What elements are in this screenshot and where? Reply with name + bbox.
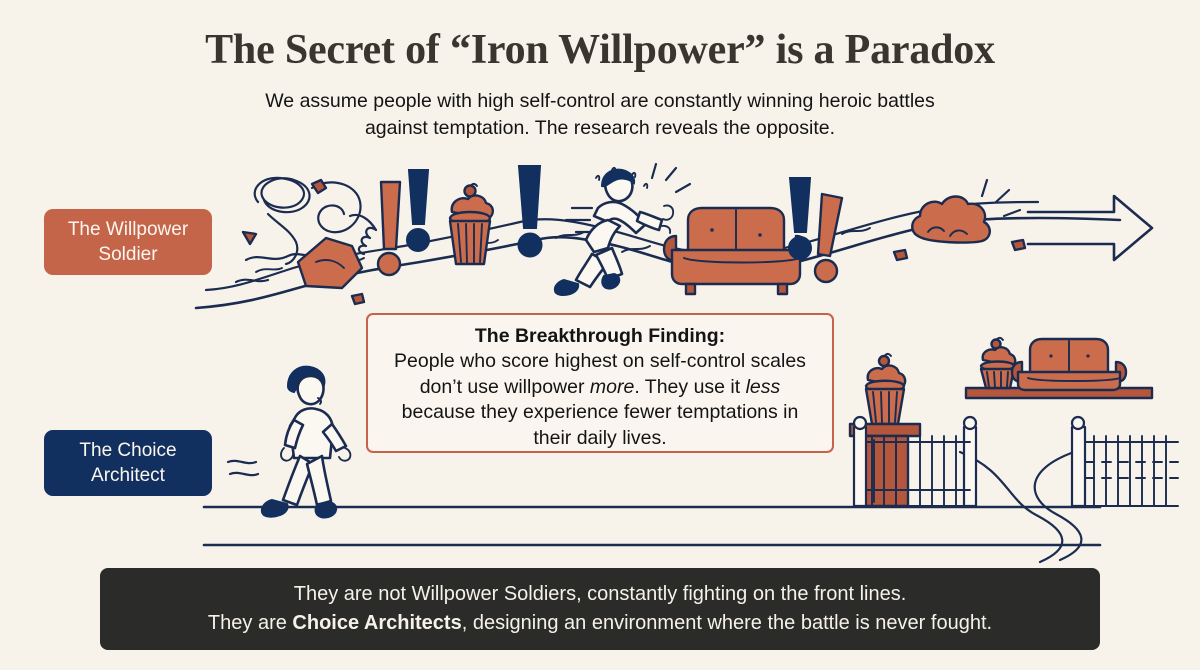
debris-icon bbox=[892, 248, 909, 262]
label-choice-architect: The Choice Architect bbox=[44, 430, 212, 496]
cupcake-icon bbox=[979, 336, 1017, 390]
callout-emphasis-more: more bbox=[589, 375, 635, 398]
motion-line-icon bbox=[228, 471, 260, 477]
debris-icon bbox=[350, 292, 366, 306]
banner-strong-choice-architects: Choice Architects bbox=[292, 612, 462, 634]
callout-body-a: People who score highest on self-control… bbox=[394, 350, 806, 398]
scribble-cluster-icon bbox=[234, 176, 378, 284]
cupcake-on-pedestal-icon bbox=[848, 352, 922, 508]
banner-line-2-a: They are bbox=[207, 612, 293, 634]
label-willpower-soldier: The Willpower Soldier bbox=[44, 209, 212, 275]
top-scene-terrain bbox=[194, 162, 1154, 310]
debris-icon bbox=[315, 250, 332, 266]
subtitle-line-1: We assume people with high self-control … bbox=[265, 90, 935, 112]
arrow-right-icon bbox=[1026, 194, 1154, 262]
walking-person-icon bbox=[260, 365, 352, 519]
exclamation-navy-icon bbox=[788, 177, 812, 260]
winding-path-icon bbox=[958, 450, 1064, 564]
breakthrough-finding-callout: The Breakthrough Finding: People who sco… bbox=[366, 313, 834, 453]
banner-line-2-b: , designing an environment where the bat… bbox=[461, 612, 993, 634]
fence-icon bbox=[1070, 415, 1179, 508]
subtitle-line-2: against temptation. The research reveals… bbox=[364, 117, 836, 139]
rock-icon bbox=[296, 236, 364, 290]
page-subtitle: We assume people with high self-control … bbox=[0, 88, 1200, 142]
banner-line-1: They are not Willpower Soldiers, constan… bbox=[293, 583, 907, 605]
callout-body: People who score highest on self-control… bbox=[382, 349, 818, 451]
architect-label-line-2: Architect bbox=[91, 465, 165, 486]
straining-person-icon bbox=[553, 162, 692, 296]
callout-emphasis-less: less bbox=[745, 375, 781, 398]
debris-icon bbox=[1010, 238, 1027, 252]
fence-icon bbox=[852, 415, 978, 508]
soldier-label-line-2: Soldier bbox=[98, 244, 158, 265]
banner-line-2: They are Choice Architects, designing an… bbox=[208, 609, 992, 638]
architect-label-line-1: The Choice bbox=[79, 440, 177, 461]
exclamation-orange-icon bbox=[376, 180, 402, 277]
motion-line-icon bbox=[226, 459, 258, 465]
couch-icon bbox=[662, 206, 810, 296]
debris-icon bbox=[380, 258, 396, 272]
exclamation-navy-icon bbox=[517, 165, 543, 258]
cupcake-icon bbox=[448, 182, 494, 266]
soldier-label-line-1: The Willpower bbox=[67, 219, 189, 240]
winding-path-icon bbox=[1033, 450, 1083, 562]
shelf-icon bbox=[964, 386, 1154, 400]
boulder-icon bbox=[911, 178, 1022, 244]
debris-icon bbox=[241, 230, 258, 246]
conclusion-banner: They are not Willpower Soldiers, constan… bbox=[100, 568, 1100, 650]
callout-body-c: because they experience fewer temptation… bbox=[401, 401, 799, 449]
callout-body-b: . They use it bbox=[634, 375, 746, 398]
exclamation-navy-icon bbox=[406, 169, 430, 252]
debris-icon bbox=[310, 178, 328, 195]
page-title: The Secret of “Iron Willpower” is a Para… bbox=[205, 27, 995, 73]
exclamation-orange-icon bbox=[813, 192, 844, 284]
callout-heading: The Breakthrough Finding: bbox=[474, 325, 726, 347]
couch-icon bbox=[1010, 337, 1128, 392]
